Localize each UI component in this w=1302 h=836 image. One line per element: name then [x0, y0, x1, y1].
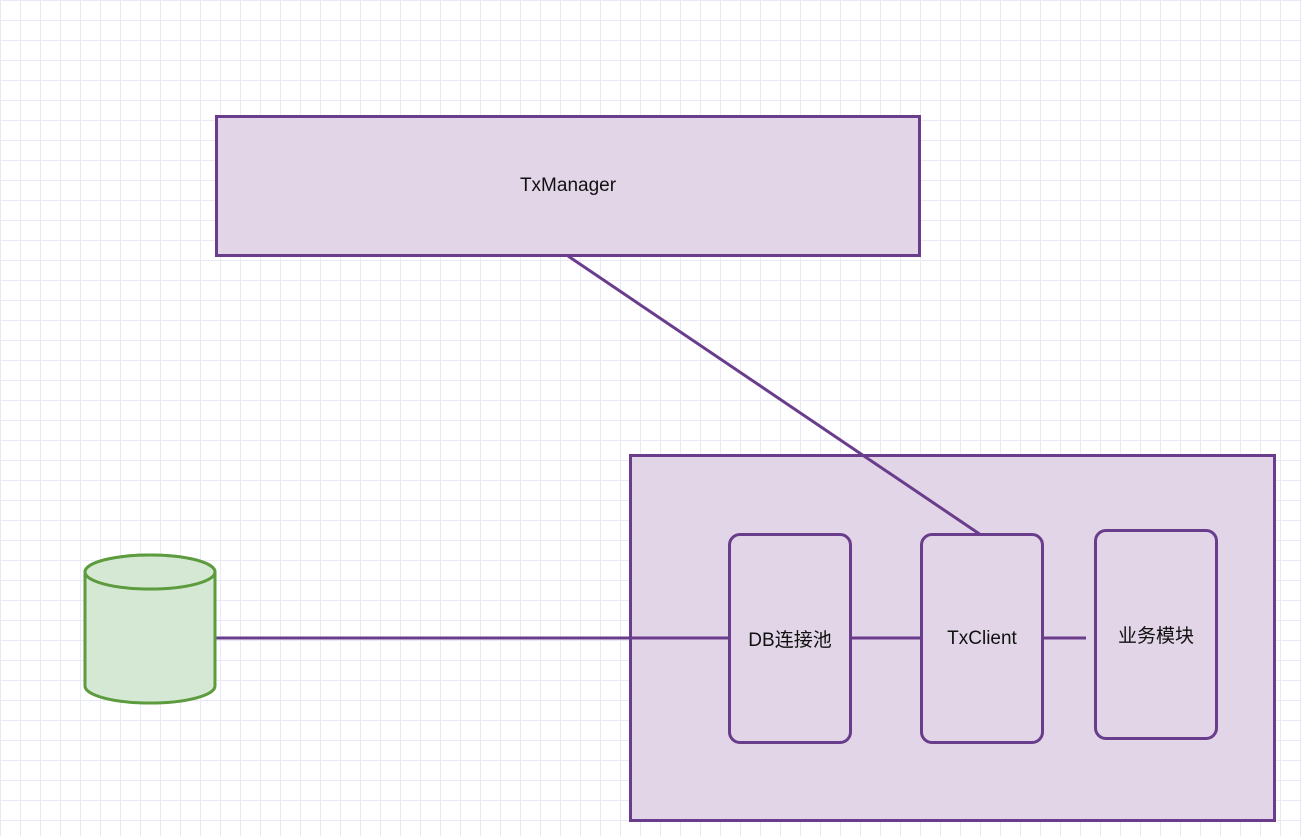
db-pool-node[interactable]: DB连接池	[728, 533, 852, 744]
txmanager-label: TxManager	[519, 175, 617, 196]
database-node[interactable]	[80, 552, 220, 708]
database-cylinder-top	[83, 553, 217, 591]
txclient-label: TxClient	[947, 627, 1017, 649]
edge-txmanager-txclient	[567, 254, 982, 537]
db-pool-label: DB连接池	[748, 630, 832, 651]
business-module-node[interactable]: 业务模块	[1094, 529, 1218, 740]
txclient-node[interactable]: TxClient	[920, 533, 1044, 744]
txmanager-node[interactable]: TxManager	[215, 115, 921, 257]
business-module-label: 业务模块	[1117, 626, 1194, 647]
